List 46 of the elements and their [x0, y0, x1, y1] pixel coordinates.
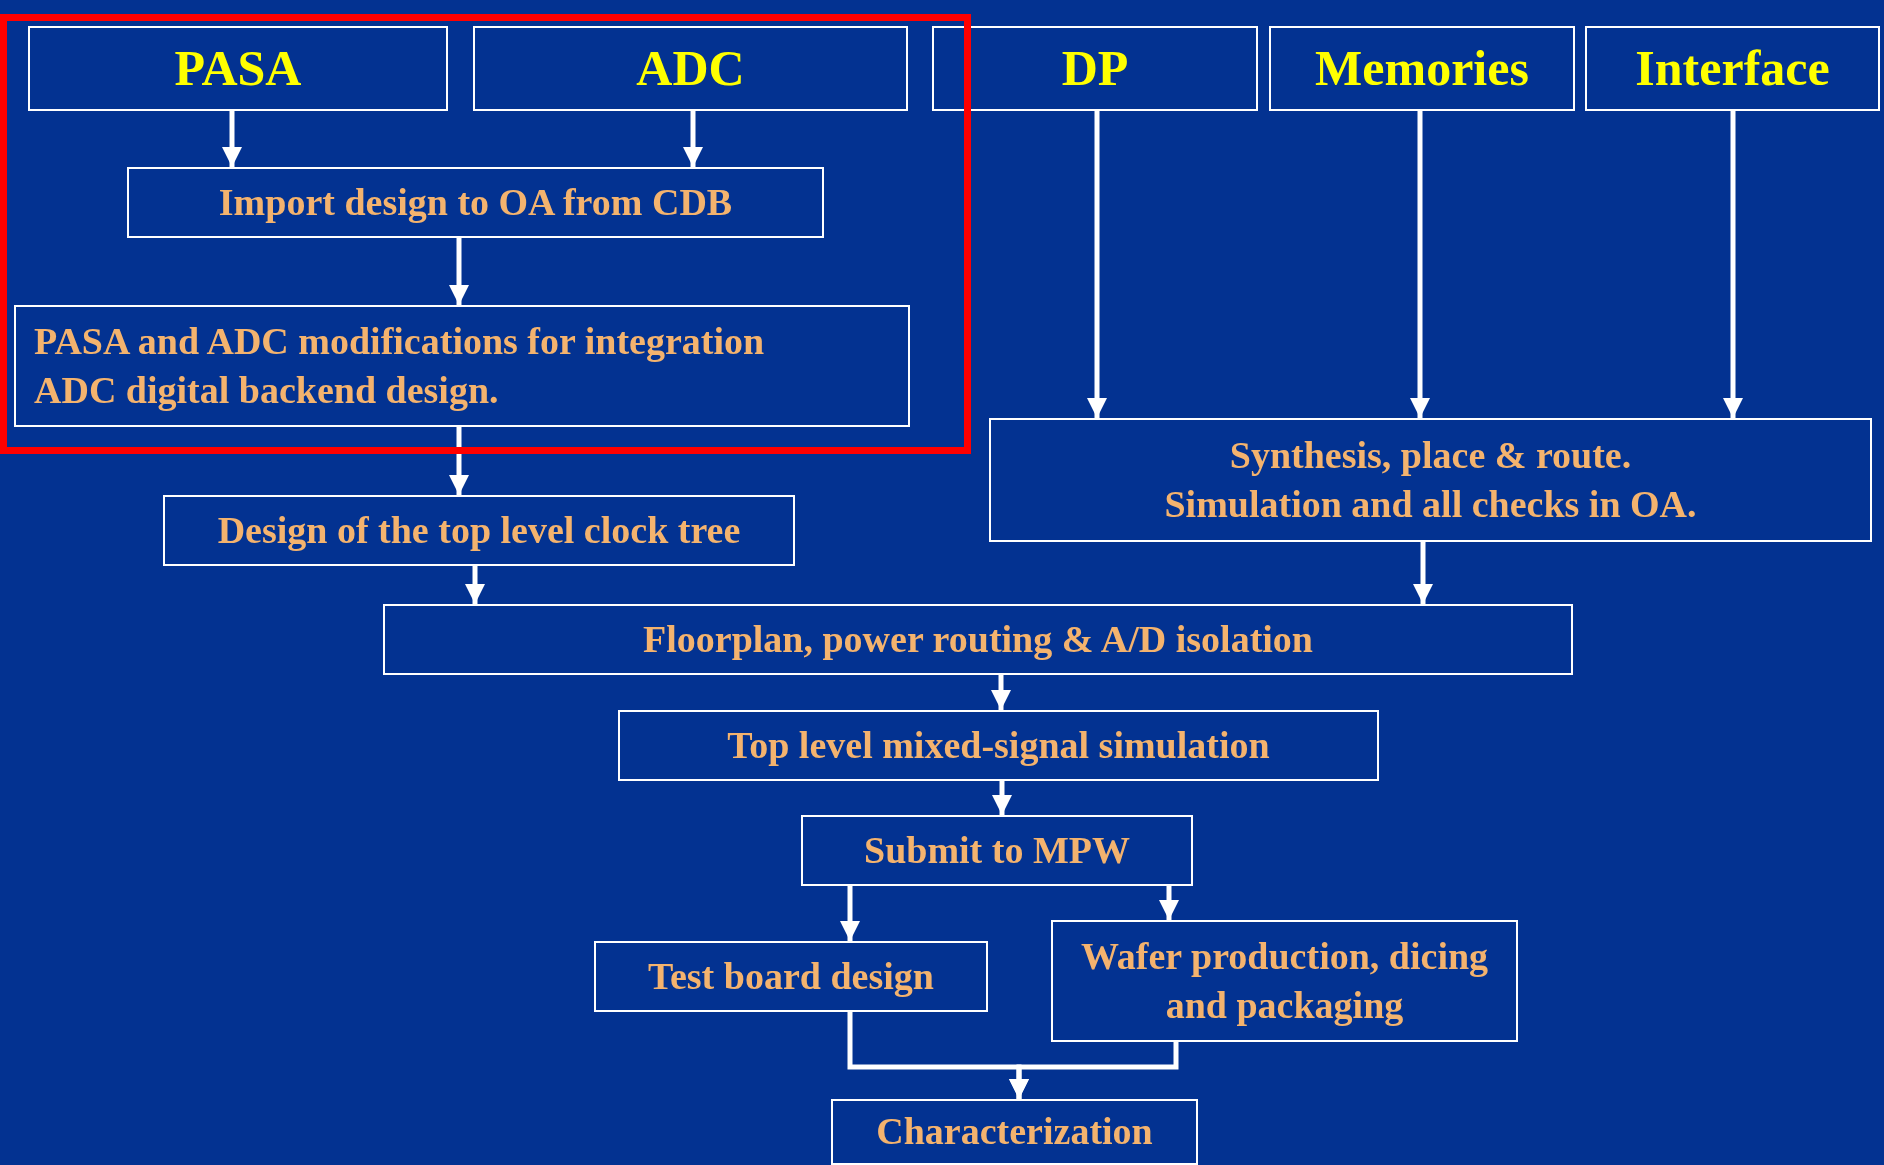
process-box — [14, 305, 910, 427]
step-text: Synthesis, place & route. — [1229, 432, 1632, 478]
process-box — [989, 418, 1872, 542]
block-header-box — [1269, 26, 1575, 111]
step-text: PASA and ADC modifications for integration — [34, 318, 765, 364]
block-title: Memories — [1315, 39, 1529, 98]
step-text: ADC digital backend design. — [34, 368, 499, 413]
step-text: Submit to MPW — [864, 827, 1130, 873]
block-header-box — [1585, 26, 1880, 111]
process-box — [1051, 920, 1518, 1042]
arrow — [1087, 111, 1107, 418]
process-box — [594, 941, 988, 1012]
step-text: Test board design — [648, 953, 934, 999]
block-header-box — [28, 26, 448, 111]
block-header-box — [473, 26, 908, 111]
block-title: PASA — [174, 39, 302, 98]
process-box — [831, 1099, 1198, 1165]
step-text: Import design to OA from CDB — [218, 179, 733, 225]
process-box — [127, 167, 824, 238]
step-text: Top level mixed-signal simulation — [727, 722, 1270, 768]
process-box — [618, 710, 1379, 781]
arrow — [840, 886, 860, 941]
arrow — [1159, 886, 1179, 920]
arrow — [1723, 111, 1743, 418]
step-text: Characterization — [876, 1109, 1153, 1155]
arrow — [991, 675, 1011, 710]
step-text: Design of the top level clock tree — [217, 507, 741, 553]
arrow — [222, 111, 242, 167]
arrow — [992, 781, 1012, 815]
arrow — [465, 566, 485, 604]
arrow — [1413, 542, 1433, 604]
process-box — [801, 815, 1193, 886]
process-box — [383, 604, 1573, 675]
process-box — [163, 495, 795, 566]
block-title: ADC — [636, 39, 745, 98]
block-title: Interface — [1635, 39, 1830, 98]
block-title: DP — [1061, 39, 1129, 98]
step-text: Simulation and all checks in OA. — [1164, 482, 1697, 527]
arrow — [1009, 1042, 1179, 1099]
step-text: Wafer production, dicing and packaging — [1079, 933, 1490, 1028]
step-text: Floorplan, power routing & A/D isolation — [643, 616, 1313, 662]
arrow — [683, 111, 703, 167]
arrow — [1410, 111, 1430, 418]
arrow — [449, 238, 469, 305]
block-header-box — [932, 26, 1258, 111]
arrow — [449, 427, 469, 495]
